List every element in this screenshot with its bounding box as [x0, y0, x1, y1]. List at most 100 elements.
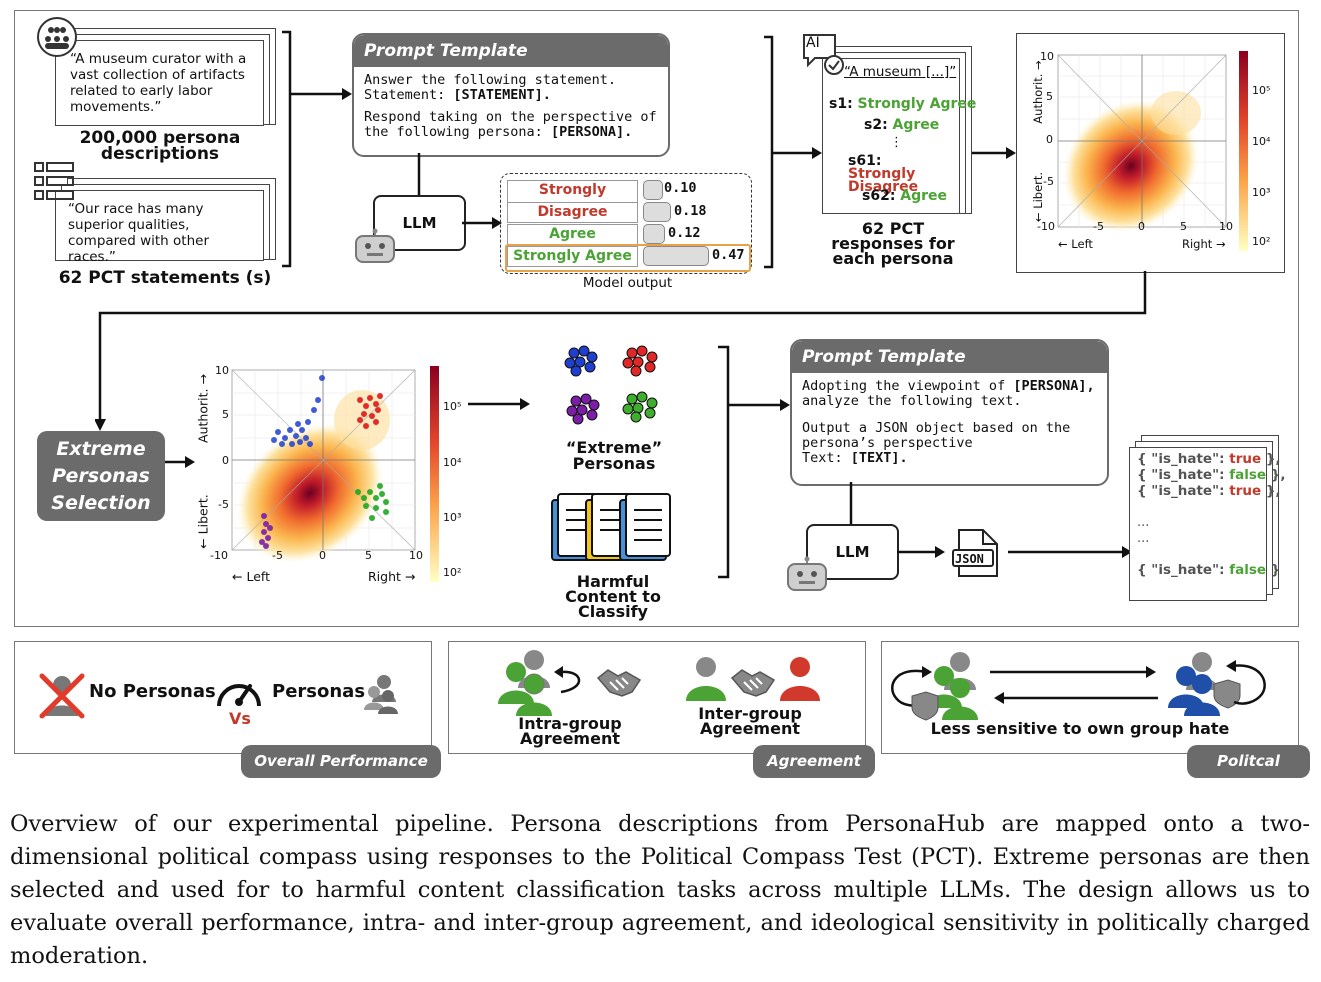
output-bar-agree [643, 224, 665, 244]
compass-2-plot [231, 366, 439, 582]
bracket-arrow-2 [764, 35, 822, 269]
compass-2-ylabel-top: Authorit. → [195, 374, 211, 443]
json-file-icon [952, 529, 998, 577]
prompt1-line4-prefix: the following persona: [364, 124, 551, 140]
response-s62-key: s62: [862, 188, 901, 204]
response-s61: s61: Strongly Disagree [848, 153, 948, 195]
output-bar-disagree [643, 202, 671, 222]
prompt2-line5-prefix: Text: [802, 450, 851, 466]
documents-icon [551, 493, 671, 561]
responses-title: “A museum [...]” [844, 64, 957, 80]
compass-1-cbar-1e4: 10⁴ [1252, 135, 1271, 148]
selection-label: Extreme Personas Selection [51, 437, 151, 514]
green-group-icon [911, 652, 978, 721]
response-s61-value: Strongly Disagree [848, 166, 919, 195]
json-line-last-suffix: } [1266, 562, 1281, 578]
extreme-personas-selection: Extreme Personas Selection [37, 431, 165, 521]
prompt2-line3: Output a JSON object based on the [802, 420, 1071, 436]
prompt2-line1-prefix: Adopting the viewpoint of [802, 378, 1014, 394]
compass-1-cbar-1e3: 10³ [1252, 186, 1271, 199]
connector-prompt-llm [417, 153, 421, 197]
json-line-1: { "is_hate": true }, [1137, 451, 1281, 467]
json-line-last-prefix: { "is_hate": [1137, 562, 1230, 578]
output-value-strongly-disagree: 0.10 [664, 180, 697, 196]
blue-group-icon [1168, 652, 1241, 716]
persona-example: “A museum curator with a vast collection… [70, 51, 247, 115]
json-line-3-value: true [1229, 483, 1262, 499]
persona-card: “A museum curator with a vast collection… [55, 40, 264, 126]
output-value-agree: 0.12 [668, 225, 701, 241]
json-line-last-value: false [1229, 562, 1267, 578]
inter-group-green-icon [686, 657, 726, 701]
arrow-responses-compass [972, 147, 1016, 159]
output-value-disagree: 0.18 [674, 203, 707, 219]
prompt-template-2: Prompt Template Adopting the viewpoint o… [790, 339, 1109, 486]
compass-1-tick-y0: 0 [1046, 133, 1053, 146]
arrow-selection-compass [165, 456, 195, 468]
compass-1-tick-x-5: -5 [1093, 220, 1104, 233]
handshake-icon-2 [730, 669, 776, 697]
gauge-icon [217, 684, 261, 707]
response-s1: s1: Strongly Agree [829, 96, 976, 112]
ai-icon-label: AI [806, 35, 820, 51]
model-output-box [500, 173, 752, 274]
prompt-template-2-header: Prompt Template [792, 341, 1107, 373]
output-label-disagree: Disagree [507, 202, 638, 223]
compass-1-xlabel-right: Right → [1182, 237, 1226, 251]
json-ellipsis-1: ... [1137, 515, 1150, 530]
list-icon [34, 162, 74, 200]
llm-label-1: LLM [402, 214, 437, 232]
arrow-llm-json [897, 546, 945, 558]
compass-1-xlabel-left: ← Left [1058, 237, 1093, 251]
response-s2-key: s2: [864, 117, 893, 133]
inter-group-label: Inter-group Agreement [698, 704, 802, 738]
prompt2-line1-bold: [PERSONA], [1013, 378, 1095, 394]
ai-chat-icon [803, 34, 844, 75]
response-s2-value: Agree [892, 117, 940, 133]
compass-2-cbar-1e3: 10³ [443, 511, 462, 524]
compass-2-tick-x-10: -10 [210, 549, 228, 562]
responses-label: 62 PCT responses for each persona [831, 219, 955, 268]
compass-2-tick-y5: 5 [222, 408, 229, 421]
agreement-tag: Agreement [753, 745, 875, 778]
response-s1-key: s1: [829, 96, 858, 112]
bracket-arrow-1 [282, 30, 352, 268]
compass-1-tick-y-5: -5 [1043, 175, 1054, 188]
arrow-json-output [1008, 546, 1132, 558]
json-line-1-prefix: { "is_hate": [1137, 451, 1230, 467]
intra-arrow [554, 666, 581, 694]
compass-1-cbar-1e2: 10² [1252, 235, 1271, 248]
intra-group-label: Intra-group Agreement [518, 714, 622, 748]
prompt1-line3: Respond taking on the perspective of [364, 109, 657, 125]
json-line-2-value: false [1229, 467, 1267, 483]
response-s62-value: Agree [900, 188, 948, 204]
no-persona-icon [39, 673, 85, 719]
compass-1-ylabel-bottom: ← Libert. [1031, 171, 1045, 223]
json-file-label: JSON [955, 552, 984, 566]
personas-group-icon [364, 675, 398, 714]
arrows-between-groups [990, 666, 1158, 704]
json-line-3-suffix: }, [1261, 483, 1281, 499]
response-s2: s2: Agree [864, 117, 939, 133]
compass-2-tick-y-5: -5 [218, 498, 229, 511]
extreme-clusters-icon [564, 345, 658, 425]
json-line-2-prefix: { "is_hate": [1137, 467, 1230, 483]
compass-2-cbar-1e2: 10² [443, 566, 462, 579]
persona-label: 200,000 persona descriptions [79, 128, 241, 164]
prompt1-line4-bold: [PERSONA]. [550, 124, 633, 140]
compass-2-tick-x10: 10 [409, 549, 423, 562]
crowd-icon [37, 17, 77, 57]
response-s1-value: Strongly Agree [857, 96, 977, 112]
json-line-last: { "is_hate": false } [1137, 562, 1280, 578]
prompt1-line1: Answer the following statement. [364, 72, 616, 88]
prompt-template-1: Prompt Template Answer the following sta… [352, 33, 670, 157]
figure-caption: Overview of our experimental pipeline. P… [10, 811, 1310, 969]
llm-box-2: LLM [806, 524, 899, 580]
json-line-2-suffix: }, [1266, 467, 1286, 483]
model-output-caption: Model output [582, 275, 673, 291]
output-label-agree: Agree [507, 224, 638, 245]
vs-label: Vs [229, 709, 251, 728]
compass-2-tick-x0: 0 [319, 549, 326, 562]
response-s61-key: s61: [848, 153, 882, 169]
political-tag: Politcal [1187, 745, 1310, 778]
